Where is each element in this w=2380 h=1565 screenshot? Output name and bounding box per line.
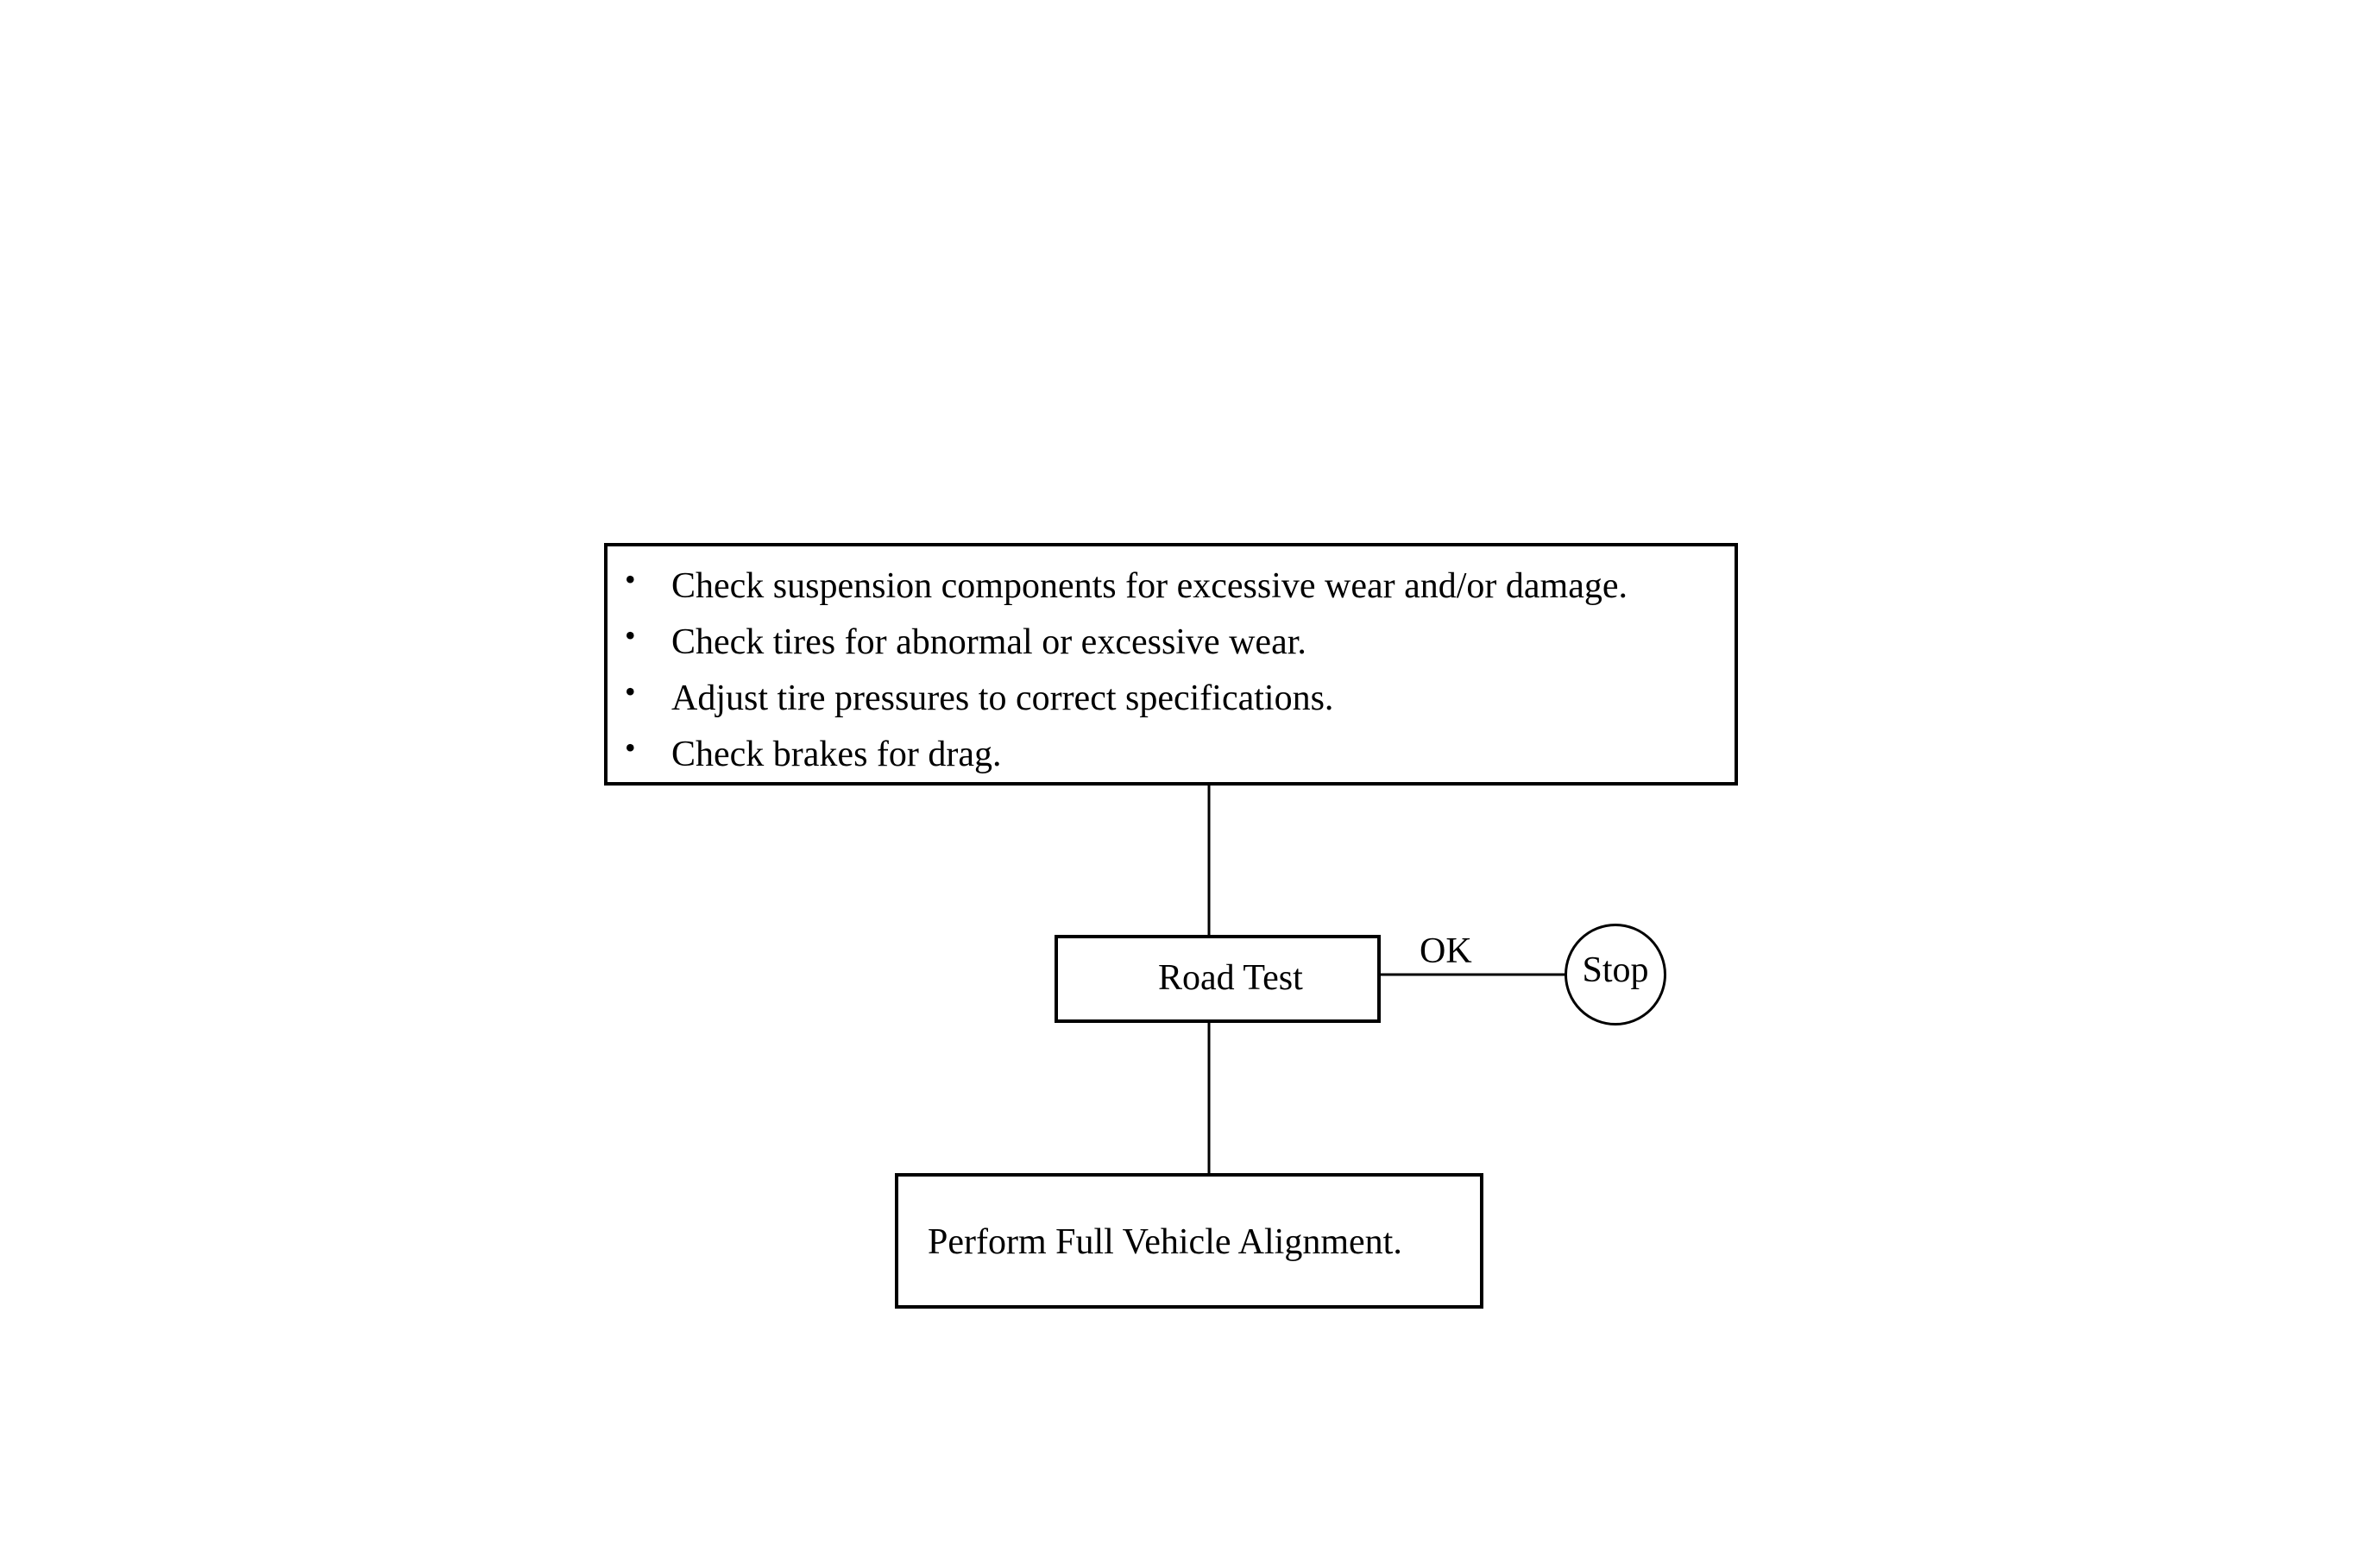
checklist-item-label: Check tires for abnormal or excessive we… <box>671 622 1306 662</box>
checklist-item-tires: • Check tires for abnormal or excessive w… <box>625 615 1628 671</box>
checklist-item-label: Check suspension components for excessiv… <box>671 566 1628 606</box>
checklist-item-label: Check brakes for drag. <box>671 735 1002 774</box>
stop-label: Stop <box>1582 950 1649 990</box>
ok-branch-label: OK <box>1420 931 1472 971</box>
bullet-icon: • <box>625 730 636 765</box>
stop-terminal: Stop <box>1565 924 1666 1025</box>
bullet-icon: • <box>625 562 636 596</box>
alignment-box: Perform Full Vehicle Alignment. <box>895 1173 1483 1309</box>
inspection-checklist-box: • Check suspension components for excessi… <box>604 543 1738 786</box>
inspection-checklist: • Check suspension components for excessi… <box>625 558 1628 783</box>
checklist-item-label: Adjust tire pressures to correct specifi… <box>671 678 1334 718</box>
checklist-item-brakes: • Check brakes for drag. <box>625 727 1628 783</box>
bullet-icon: • <box>625 618 636 653</box>
alignment-label: Perform Full Vehicle Alignment. <box>928 1222 1402 1262</box>
road-test-label: Road Test <box>1158 958 1303 998</box>
checklist-item-suspension: • Check suspension components for excessi… <box>625 558 1628 615</box>
checklist-item-tire-pressure: • Adjust tire pressures to correct specif… <box>625 671 1628 727</box>
road-test-box: Road Test <box>1055 935 1381 1023</box>
bullet-icon: • <box>625 674 636 709</box>
